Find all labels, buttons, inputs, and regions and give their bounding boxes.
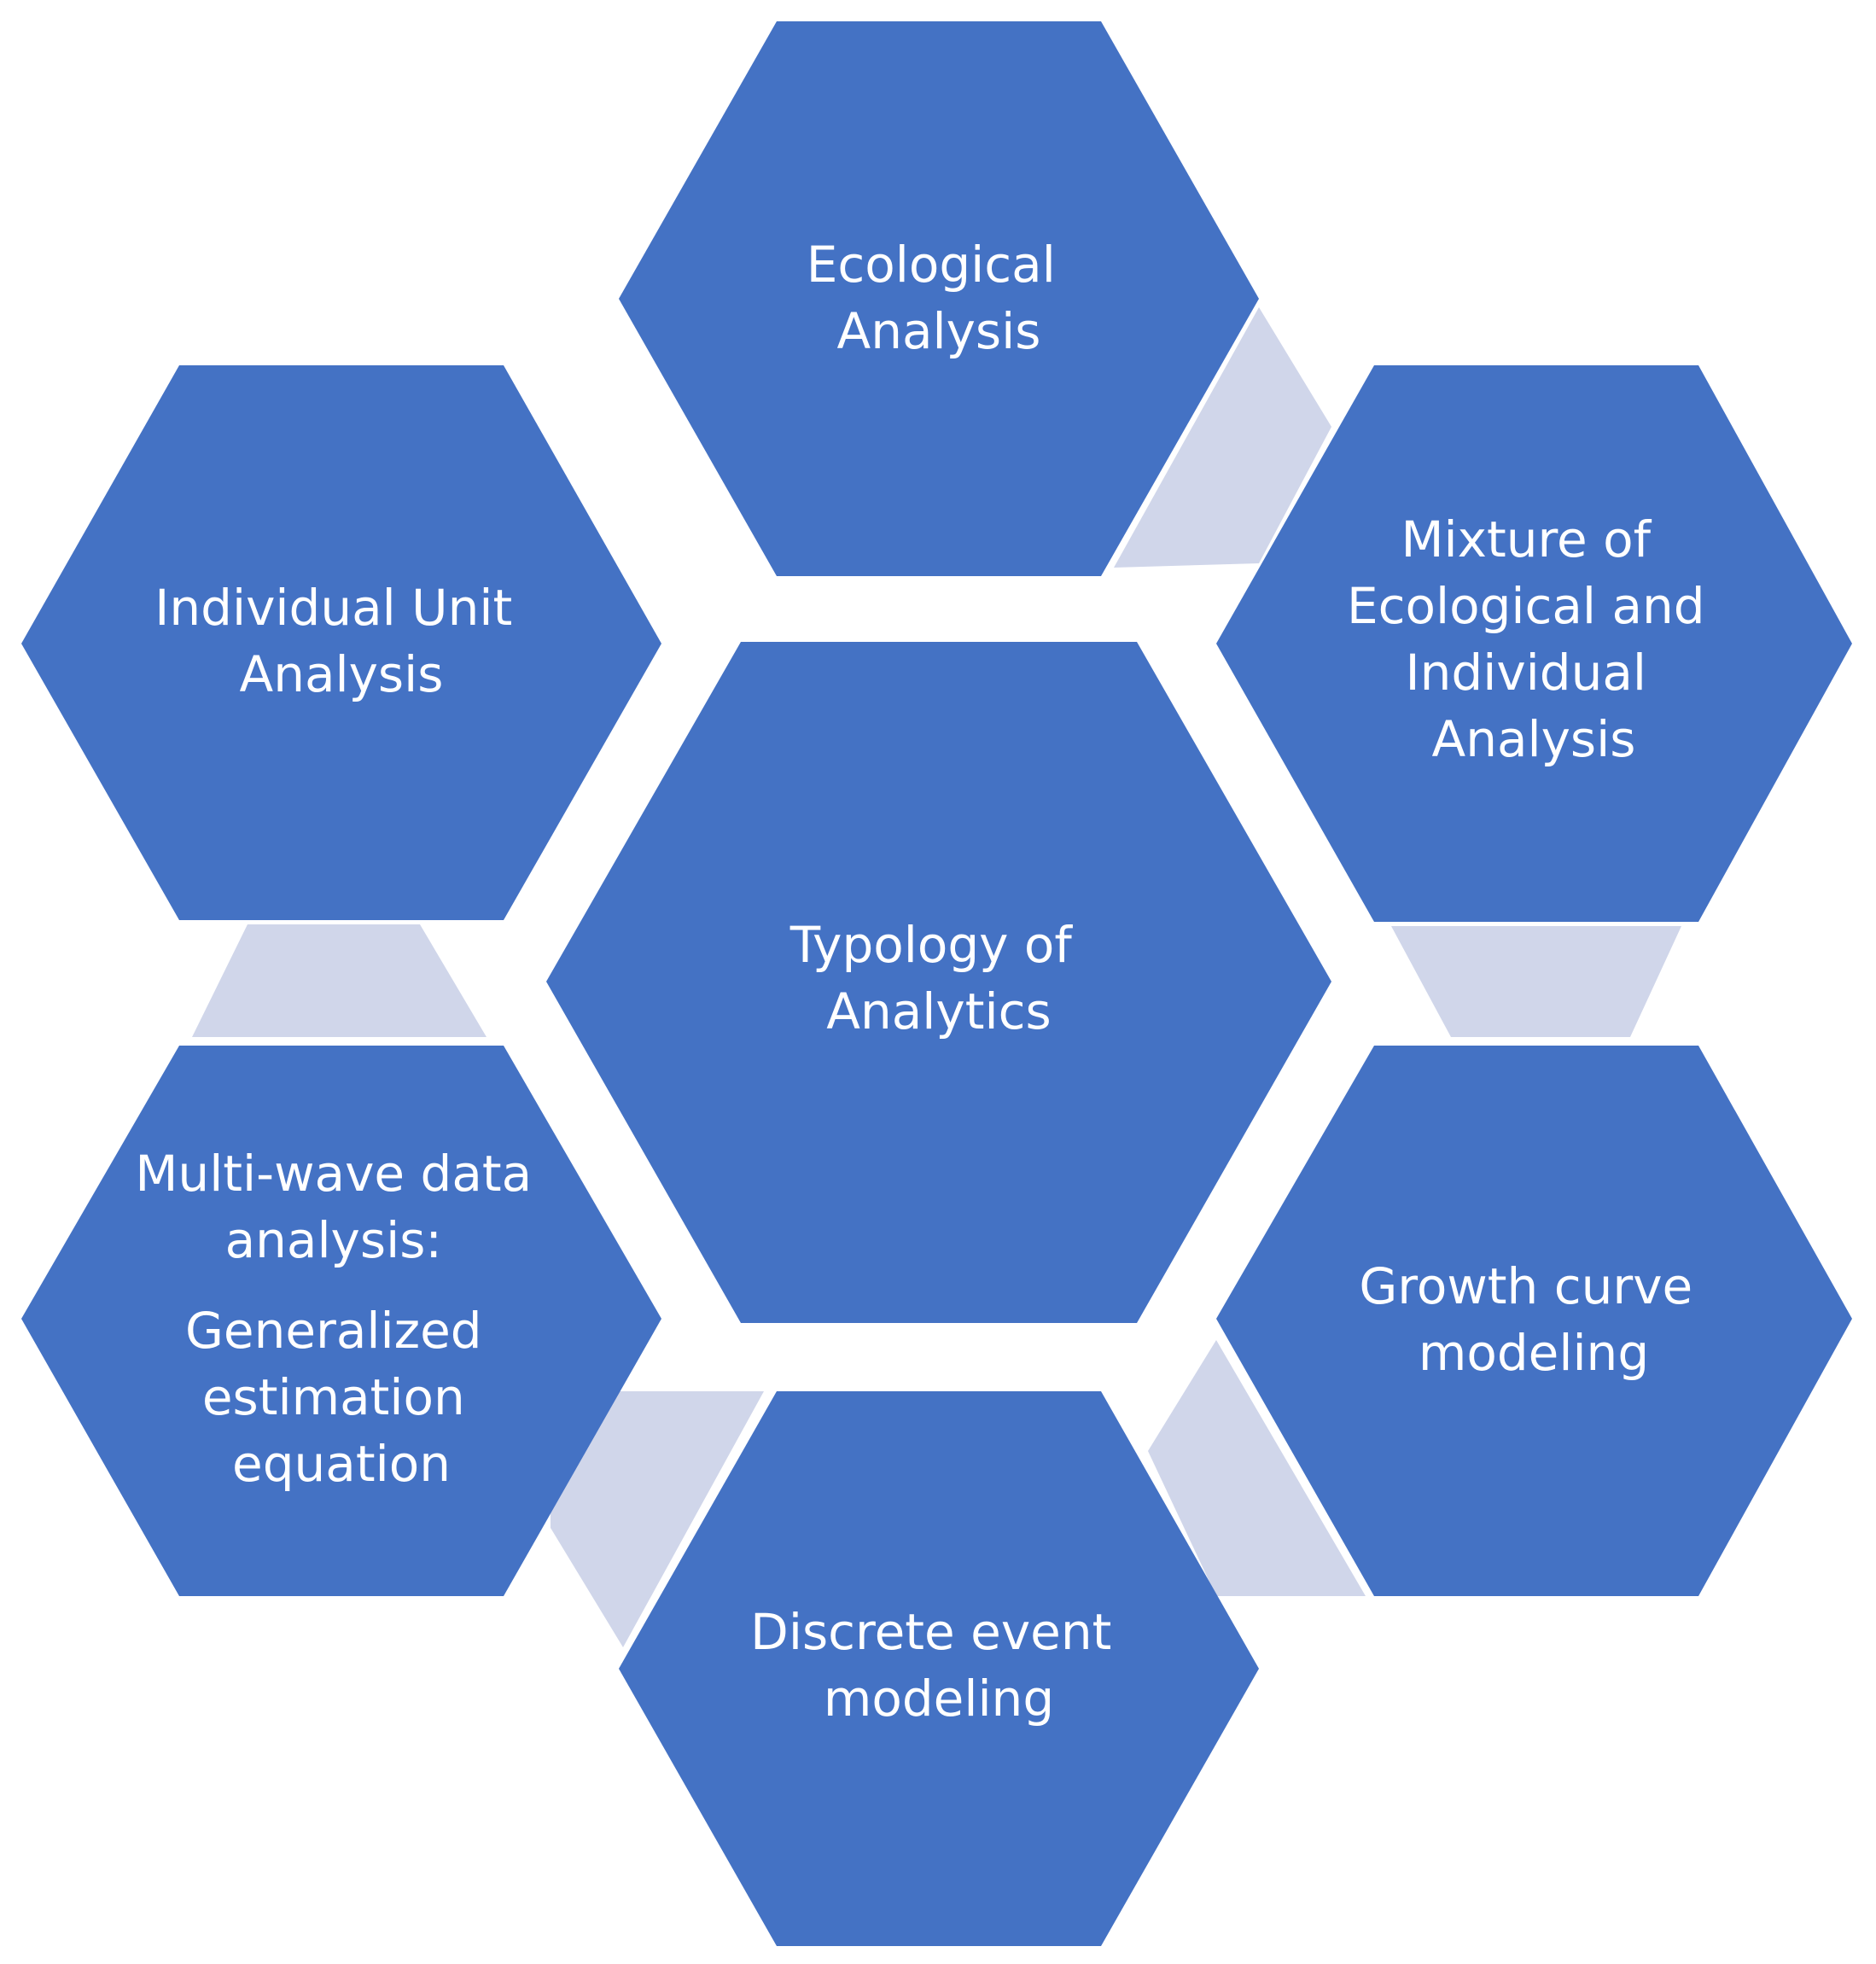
label-mixture-line-4: Analysis: [1432, 710, 1636, 768]
label-individual-unit: Individual Unit Analysis: [154, 579, 527, 703]
label-multiwave-line-1: Multi-wave data: [135, 1145, 532, 1203]
label-center-line-2: Analytics: [826, 982, 1051, 1040]
hexagon-discrete-event: Discrete event modeling: [619, 1391, 1259, 1946]
label-mixture-line-3: Individual: [1406, 644, 1646, 702]
hexagon-individual-unit: Individual Unit Analysis: [21, 365, 661, 920]
label-discrete-line-2: modeling: [824, 1670, 1054, 1728]
label-multiwave-line-5: equation: [232, 1435, 451, 1493]
connector-mixture-growth: [1391, 926, 1681, 1037]
label-ecological-analysis: Ecological Analysis: [807, 236, 1072, 360]
label-typology-of-analytics: Typology of Analytics: [789, 916, 1088, 1040]
label-growth-line-1: Growth curve: [1359, 1257, 1692, 1315]
label-multiwave-analysis: Multi-wave data analysis: Generalized es…: [135, 1145, 547, 1493]
label-growth-curve: Growth curve modeling: [1359, 1257, 1708, 1382]
label-multiwave-line-4: estimation: [202, 1368, 465, 1426]
label-growth-line-2: modeling: [1419, 1324, 1649, 1382]
label-discrete-line-1: Discrete event: [750, 1603, 1111, 1661]
hexagon-mixture-analysis: Mixture of Ecological and Individual Ana…: [1216, 365, 1852, 922]
label-multiwave-line-2: analysis:: [225, 1211, 442, 1269]
label-mixture-analysis: Mixture of Ecological and Individual Ana…: [1347, 510, 1721, 768]
hexagon-ecological-analysis: Ecological Analysis: [619, 21, 1259, 576]
connector-discrete-multiwave: [551, 1391, 764, 1647]
connector-growth-discrete: [1148, 1340, 1366, 1596]
label-multiwave-line-3: Generalized: [185, 1302, 482, 1360]
label-mixture-line-1: Mixture of: [1401, 510, 1652, 568]
label-ecological-line-1: Ecological: [807, 236, 1056, 294]
label-individual-line-1: Individual Unit: [154, 579, 512, 637]
connector-multiwave-individual: [192, 924, 486, 1037]
label-individual-line-2: Analysis: [240, 645, 444, 703]
hexagon-growth-curve: Growth curve modeling: [1216, 1046, 1852, 1596]
label-mixture-line-2: Ecological and: [1347, 577, 1705, 635]
connector-ecological-mixture: [1114, 307, 1331, 568]
label-ecological-line-2: Analysis: [837, 302, 1041, 360]
hexagon-multiwave-analysis: Multi-wave data analysis: Generalized es…: [21, 1046, 661, 1596]
hexagon-center-typology: Typology of Analytics: [546, 642, 1331, 1323]
connectors: [192, 307, 1681, 1647]
label-discrete-event: Discrete event modeling: [750, 1603, 1127, 1728]
label-center-line-1: Typology of: [789, 916, 1074, 974]
